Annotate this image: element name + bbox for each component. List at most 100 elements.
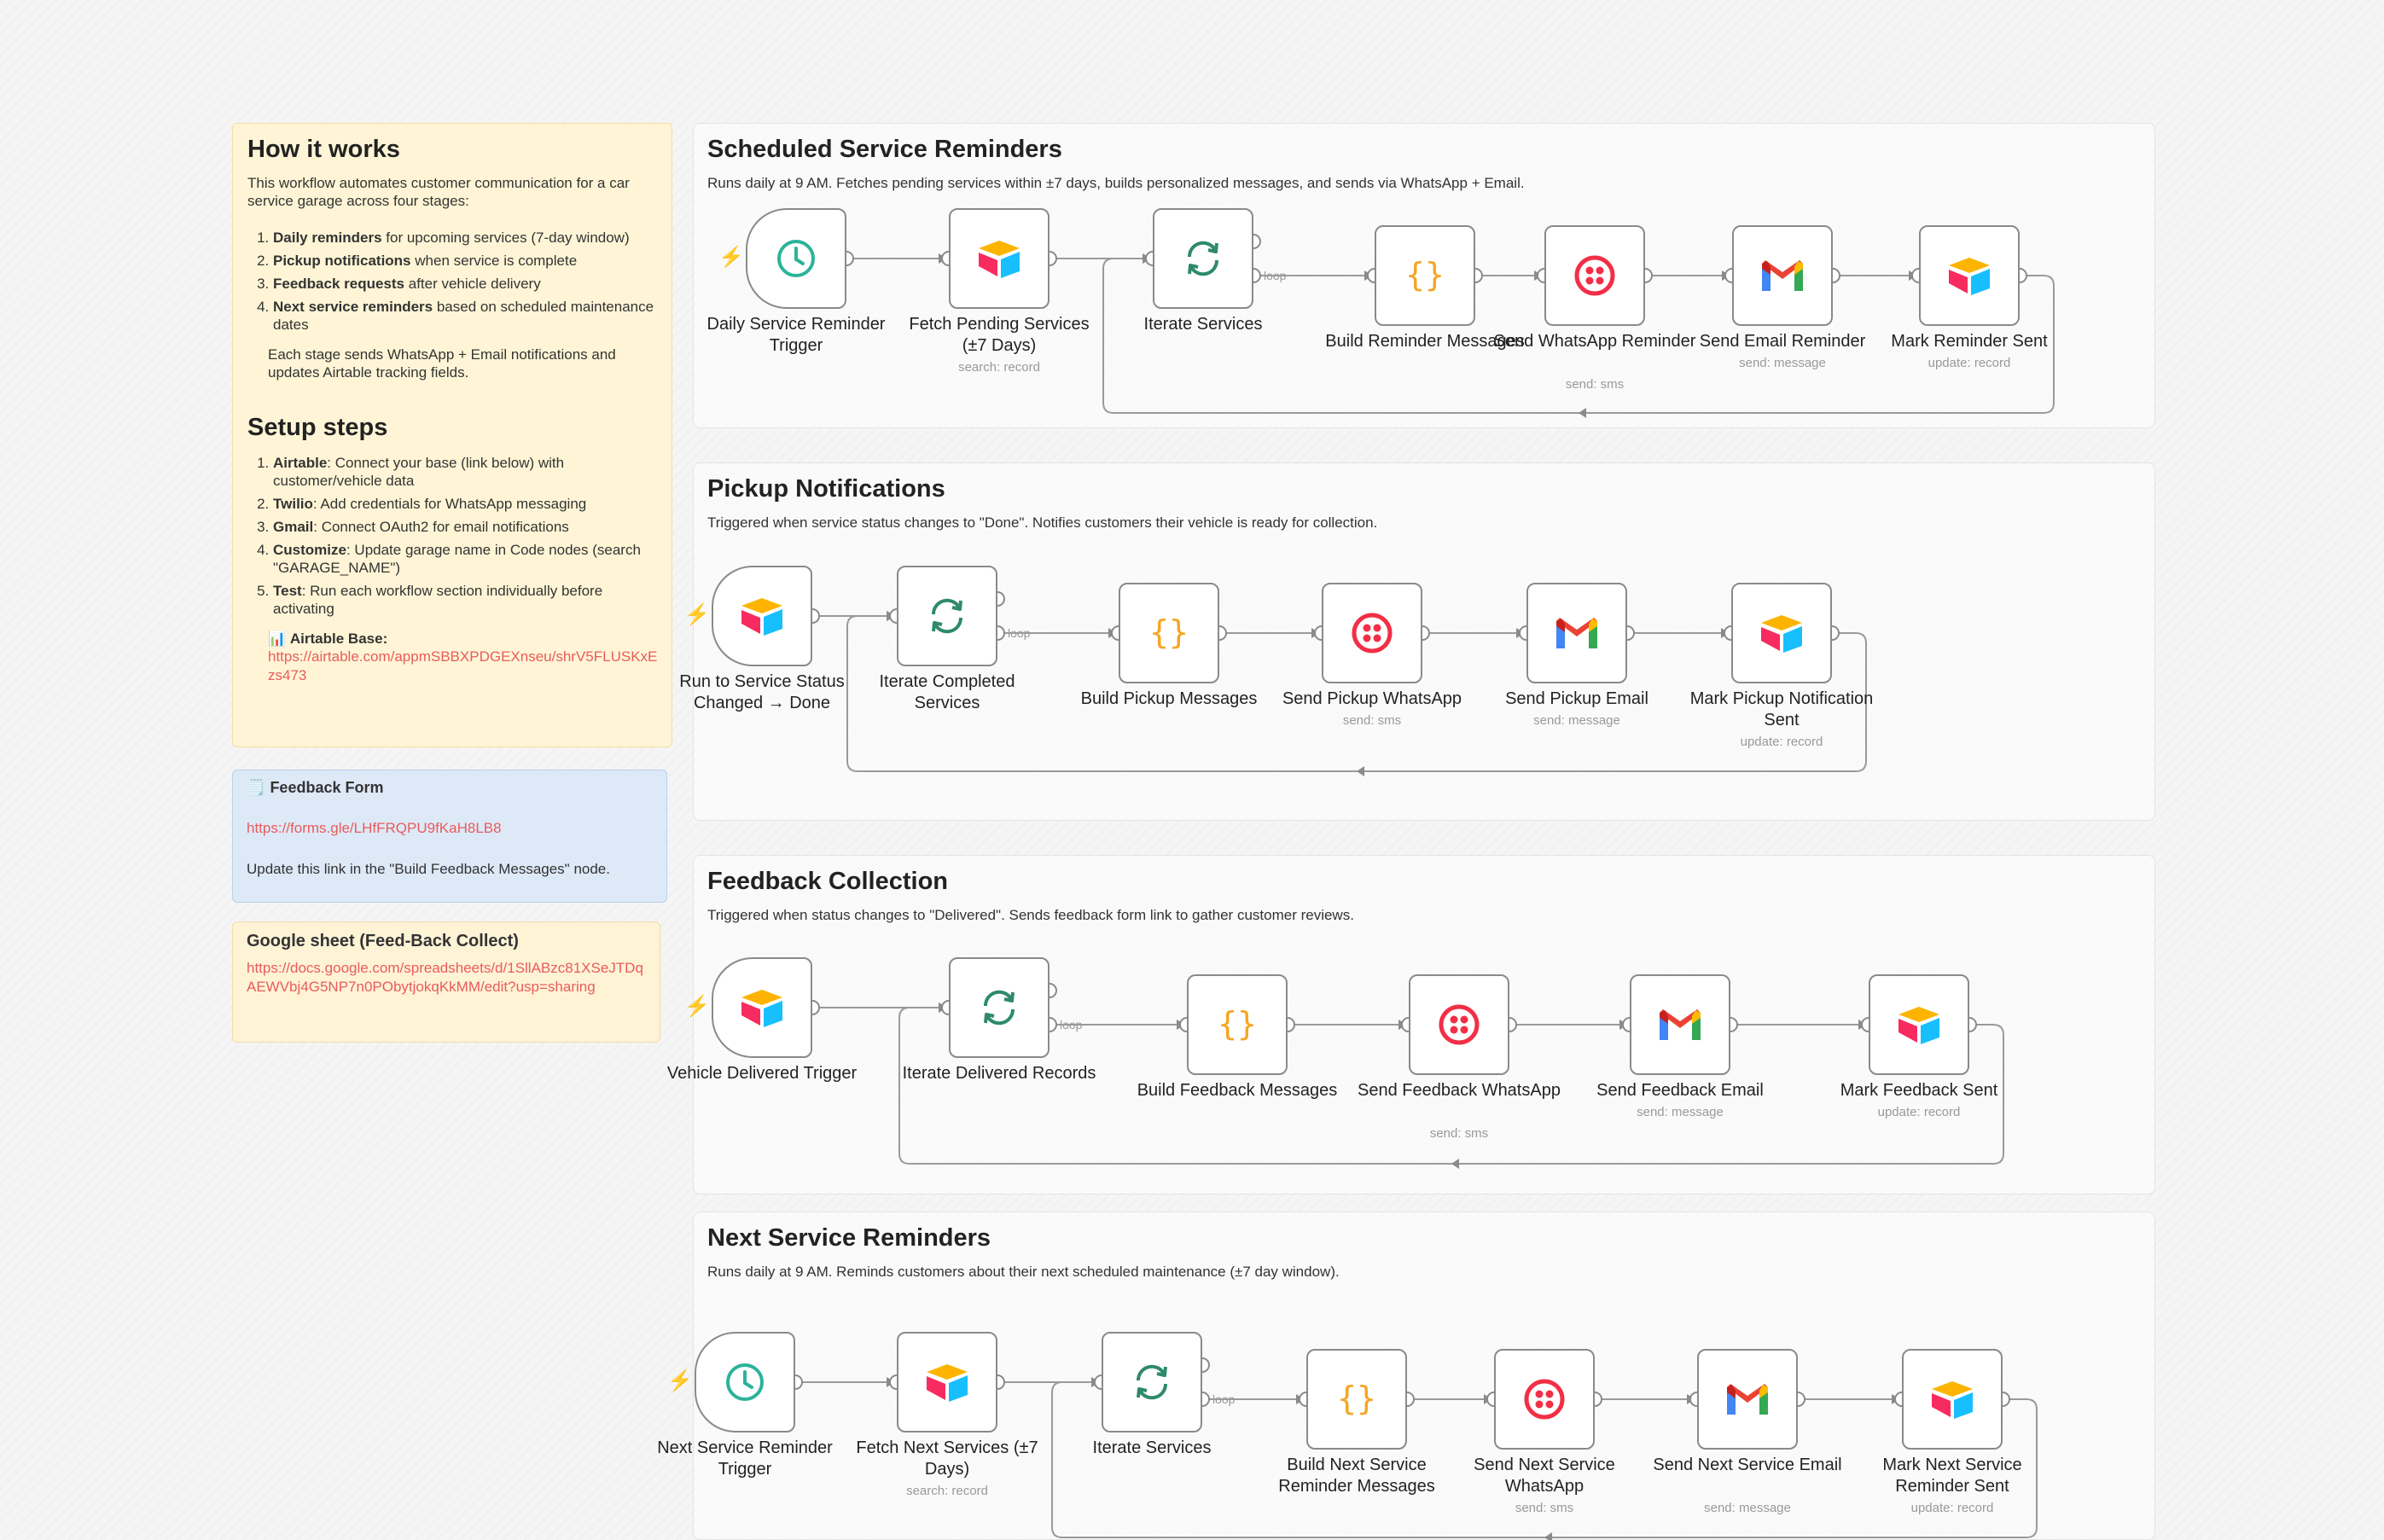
gmail-icon	[1724, 1380, 1771, 1418]
step-item: Pickup notifications when service is com…	[273, 252, 660, 270]
node-operation-label: update: record	[1877, 1105, 1961, 1119]
how-it-works-note[interactable]: How it works This workflow automates cus…	[232, 123, 672, 747]
workflow-node[interactable]	[1102, 1332, 1202, 1432]
node-operation-label: send: message	[1704, 1501, 1791, 1515]
workflow-node[interactable]	[949, 957, 1050, 1058]
workflow-node[interactable]	[712, 566, 812, 666]
setup-title: Setup steps	[247, 414, 388, 441]
workflow-node[interactable]	[1697, 1349, 1798, 1450]
step-item: Daily reminders for upcoming services (7…	[273, 229, 660, 247]
node-operation-label: search: record	[958, 360, 1040, 375]
how-it-works-title: How it works	[247, 136, 400, 163]
code-icon: {}	[1213, 1001, 1261, 1049]
section-title: Next Service Reminders	[707, 1224, 991, 1252]
airtable-icon	[738, 986, 786, 1029]
workflow-node[interactable]	[1526, 583, 1627, 683]
node-label: Build Reminder Messages	[1325, 332, 1525, 351]
section-title: Scheduled Service Reminders	[707, 136, 1062, 163]
node-label: Send WhatsApp Reminder	[1493, 332, 1696, 351]
airtable-icon	[923, 1361, 971, 1403]
node-operation-label: send: sms	[1429, 1126, 1489, 1141]
workflow-node[interactable]	[949, 208, 1050, 309]
code-icon: {}	[1401, 252, 1449, 299]
trigger-bolt-icon: ⚡	[684, 603, 710, 626]
workflow-node[interactable]	[695, 1332, 795, 1432]
google-sheet-link[interactable]: https://docs.google.com/spreadsheets/d/1…	[247, 960, 643, 995]
svg-text:{}: {}	[1218, 1005, 1257, 1043]
node-operation-label: send: sms	[1515, 1501, 1574, 1515]
workflow-node[interactable]	[1494, 1349, 1595, 1450]
section-description: Triggered when status changes to "Delive…	[707, 907, 1354, 923]
setup-step-item: Customize: Update garage name in Code no…	[273, 541, 660, 577]
setup-step-item: Gmail: Connect OAuth2 for email notifica…	[273, 518, 660, 536]
section-title: Pickup Notifications	[707, 475, 945, 503]
node-label: Mark Pickup Notification Sent	[1689, 689, 1874, 729]
node-label: Fetch Pending Services (±7 Days)	[909, 315, 1090, 355]
clock-icon	[774, 236, 818, 281]
workflow-node[interactable]	[1919, 225, 2020, 326]
airtable-base-link[interactable]: https://airtable.com/appmSBBXPDGEXnseu/s…	[268, 648, 658, 683]
node-label: Mark Feedback Sent	[1840, 1081, 1998, 1100]
node-label: Send Email Reminder	[1699, 332, 1866, 351]
node-label: Build Pickup Messages	[1080, 689, 1258, 708]
workflow-node[interactable]	[897, 566, 997, 666]
twilio-icon	[1350, 611, 1394, 655]
node-operation-label: send: sms	[1342, 713, 1402, 728]
workflow-node[interactable]: {}	[1187, 974, 1288, 1075]
code-icon: {}	[1145, 609, 1193, 657]
workflow-node[interactable]	[1731, 583, 1832, 683]
workflow-node[interactable]	[746, 208, 846, 309]
workflow-node[interactable]	[1322, 583, 1422, 683]
workflow-node[interactable]	[1544, 225, 1645, 326]
node-label: Send Feedback Email	[1596, 1081, 1764, 1100]
trigger-bolt-icon: ⚡	[684, 995, 710, 1018]
airtable-base-label: 📊 Airtable Base:	[268, 631, 388, 647]
how-it-works-steps: Daily reminders for upcoming services (7…	[247, 229, 660, 334]
loop-icon	[925, 594, 969, 638]
node-operation-label: send: message	[1739, 356, 1826, 370]
workflow-node[interactable]	[712, 957, 812, 1058]
clock-icon	[723, 1360, 767, 1404]
feedback-form-link[interactable]: https://forms.gle/LHfFRQPU9fKaH8LB8	[247, 820, 502, 836]
workflow-node[interactable]	[1409, 974, 1509, 1075]
workflow-node[interactable]	[1153, 208, 1253, 309]
node-label: Run to Service Status Changed → Done	[679, 672, 845, 712]
node-label: Build Feedback Messages	[1137, 1081, 1338, 1100]
workflow-node[interactable]: {}	[1119, 583, 1219, 683]
node-label: Mark Next Service Reminder Sent	[1882, 1456, 2022, 1496]
trigger-bolt-icon: ⚡	[667, 1369, 693, 1392]
node-operation-label: send: sms	[1565, 377, 1625, 392]
code-icon: {}	[1333, 1375, 1381, 1423]
node-operation-label: send: message	[1533, 713, 1620, 728]
setup-step-item: Airtable: Connect your base (link below)…	[273, 454, 660, 490]
google-sheet-note[interactable]: Google sheet (Feed-Back Collect) https:/…	[232, 921, 660, 1043]
node-label: Send Next Service Email	[1653, 1456, 1842, 1474]
how-it-works-outro: Each stage sends WhatsApp + Email notifi…	[268, 346, 616, 381]
node-operation-label: update: record	[1928, 356, 2011, 370]
workflow-node[interactable]	[1902, 1349, 2003, 1450]
feedback-form-note[interactable]: 🗒️ Feedback Form https://forms.gle/LHfFR…	[232, 770, 667, 903]
workflow-node[interactable]	[897, 1332, 997, 1432]
gmail-icon	[1656, 1006, 1704, 1043]
workflow-node[interactable]	[1732, 225, 1833, 326]
chart-emoji-icon: 📊	[268, 631, 287, 647]
airtable-icon	[738, 595, 786, 637]
workflow-node[interactable]: {}	[1375, 225, 1475, 326]
feedback-form-title: 🗒️ Feedback Form	[247, 779, 384, 796]
node-label: Send Pickup Email	[1505, 689, 1648, 708]
twilio-icon	[1573, 253, 1617, 298]
node-label: Mark Reminder Sent	[1891, 332, 2048, 351]
setup-step-item: Twilio: Add credentials for WhatsApp mes…	[273, 495, 660, 513]
node-label: Build Next Service Reminder Messages	[1278, 1456, 1435, 1496]
airtable-icon	[975, 237, 1023, 280]
workflow-node[interactable]: {}	[1306, 1349, 1407, 1450]
google-sheet-title: Google sheet (Feed-Back Collect)	[247, 932, 519, 950]
node-operation-label: search: record	[906, 1484, 988, 1498]
section-description: Runs daily at 9 AM. Reminds customers ab…	[707, 1264, 1340, 1280]
setup-steps: Airtable: Connect your base (link below)…	[247, 454, 660, 618]
workflow-node[interactable]	[1869, 974, 1969, 1075]
twilio-icon	[1437, 1002, 1481, 1047]
workflow-node[interactable]	[1630, 974, 1730, 1075]
node-operation-label: send: message	[1637, 1105, 1724, 1119]
svg-text:{}: {}	[1149, 613, 1189, 651]
